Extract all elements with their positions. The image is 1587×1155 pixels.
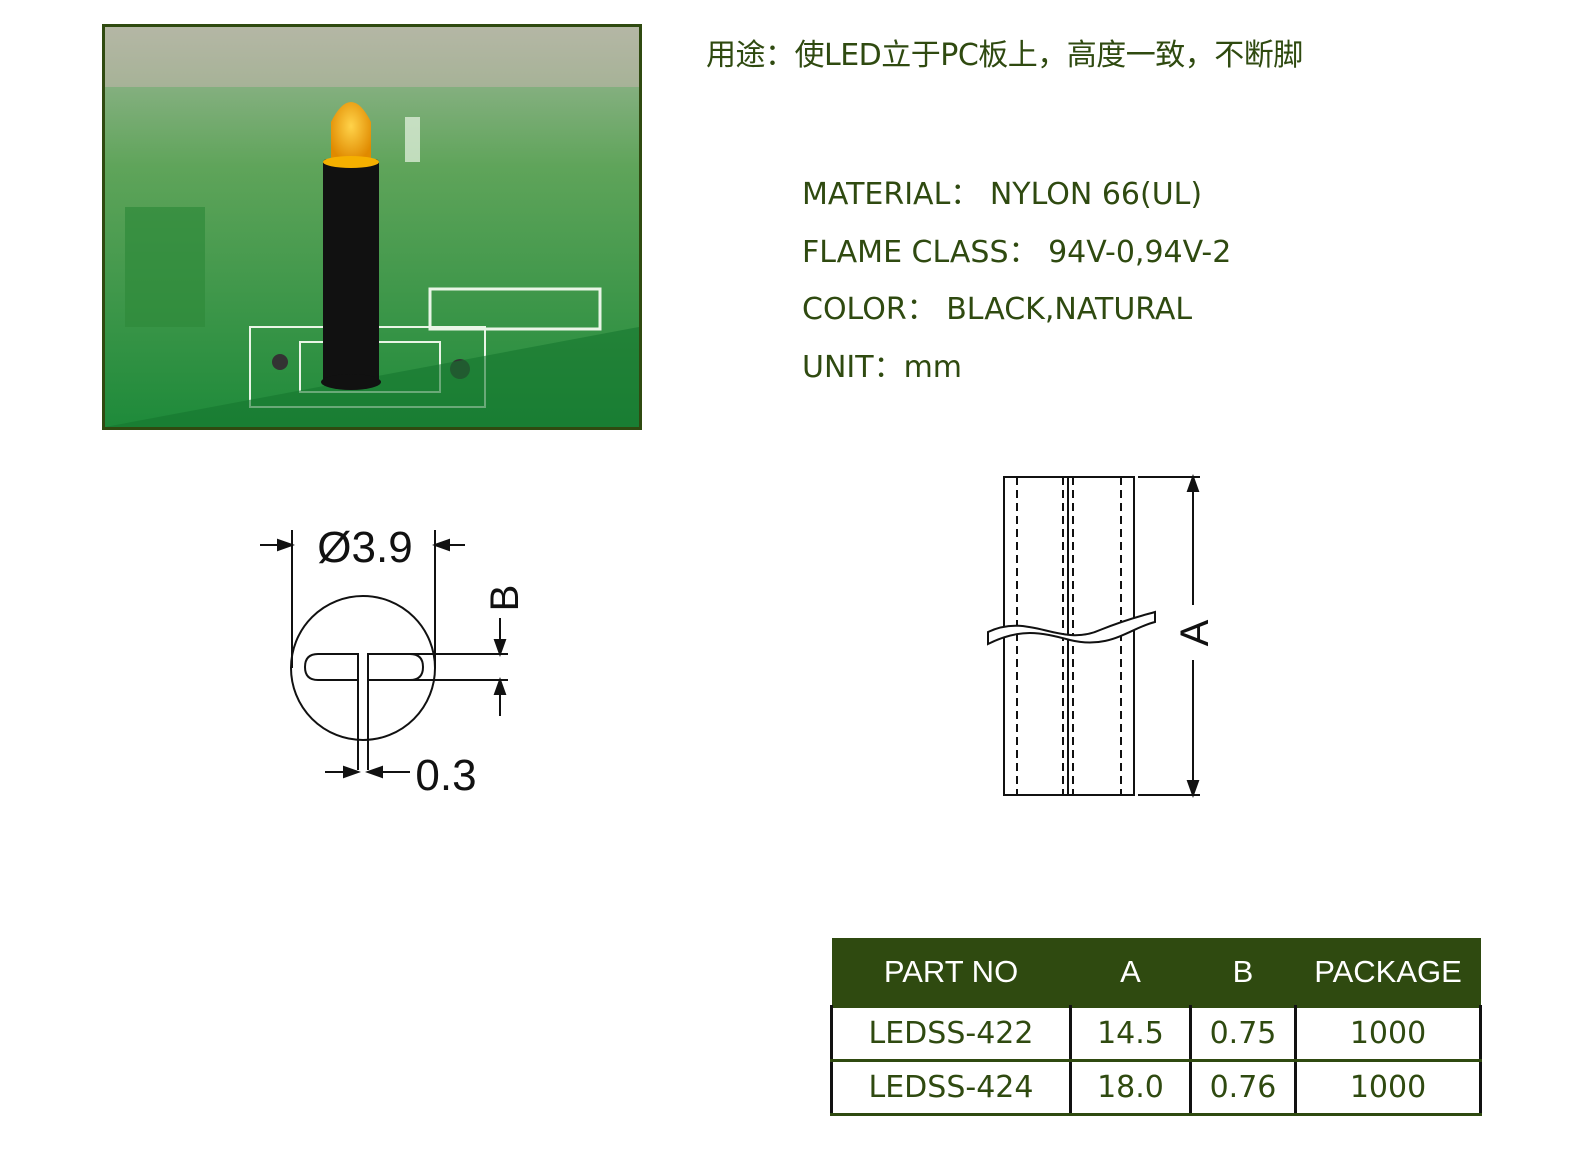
cell-a: 18.0 xyxy=(1069,1059,1192,1116)
table-row: LEDSS-424 18.0 0.76 1000 xyxy=(830,1059,1482,1116)
spec-label: COLOR： xyxy=(802,292,937,327)
table-row: LEDSS-422 14.5 0.75 1000 xyxy=(830,1005,1482,1062)
header-part-no: PART NO xyxy=(831,938,1071,1007)
technical-drawings: Ø3.9 B 0.3 A xyxy=(260,474,1217,800)
spec-value: mm xyxy=(903,349,963,385)
top-view-drawing: Ø3.9 B 0.3 xyxy=(260,523,527,800)
usage-description: 用途：使LED立于PC板上，高度一致，不断脚 xyxy=(706,38,1303,73)
spec-color: COLOR： BLACK,NATURAL xyxy=(802,281,1231,339)
gap-label: 0.3 xyxy=(415,751,476,800)
cell-b: 0.76 xyxy=(1189,1059,1297,1116)
cell-a: 14.5 xyxy=(1069,1005,1192,1062)
spec-list: MATERIAL： NYLON 66(UL) FLAME CLASS： 94V-… xyxy=(802,166,1231,396)
length-label: A xyxy=(1173,619,1217,646)
spec-label: FLAME CLASS： xyxy=(802,234,1039,270)
slot-width-label: B xyxy=(483,585,527,612)
header-a: A xyxy=(1070,938,1191,1007)
cell-package: 1000 xyxy=(1294,1059,1482,1116)
spec-value: 94V-0,94V-2 xyxy=(1048,234,1232,270)
spec-value: NYLON 66(UL) xyxy=(989,177,1203,212)
side-view-drawing: A xyxy=(987,474,1217,798)
part-table: PART NO A B PACKAGE LEDSS-422 14.5 0.75 … xyxy=(830,938,1482,1116)
product-photo xyxy=(102,24,642,430)
spec-label: MATERIAL： xyxy=(802,177,981,212)
header-b: B xyxy=(1190,938,1296,1007)
cell-package: 1000 xyxy=(1294,1005,1482,1062)
spec-flame-class: FLAME CLASS： 94V-0,94V-2 xyxy=(802,224,1231,282)
table-header-row: PART NO A B PACKAGE xyxy=(831,938,1481,1007)
cell-b: 0.75 xyxy=(1189,1005,1297,1062)
spec-value: BLACK,NATURAL xyxy=(946,292,1193,327)
spec-label: UNIT： xyxy=(802,349,904,385)
header-package: PACKAGE xyxy=(1295,938,1481,1007)
diameter-label: Ø3.9 xyxy=(317,523,412,572)
spec-unit: UNIT：mm xyxy=(802,339,1231,397)
cell-part-no: LEDSS-422 xyxy=(830,1005,1072,1062)
spec-material: MATERIAL： NYLON 66(UL) xyxy=(802,166,1231,224)
cell-part-no: LEDSS-424 xyxy=(830,1059,1072,1116)
